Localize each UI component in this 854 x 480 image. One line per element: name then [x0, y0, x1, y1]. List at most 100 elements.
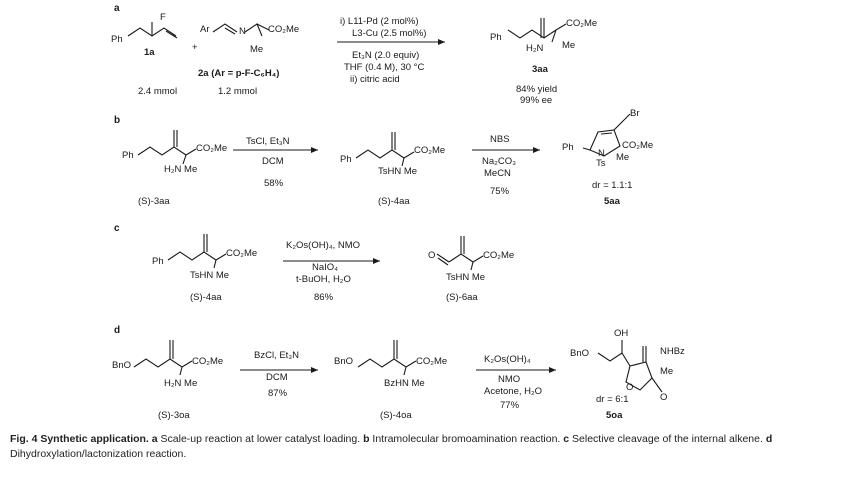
ee-3aa: 99% ee	[520, 95, 553, 106]
compound-3oa-bno: BnO	[112, 360, 132, 371]
compound-5aa-dr: dr = 1.1:1	[592, 180, 633, 191]
compound-3aa-b-amine: H₂N Me	[164, 164, 198, 175]
reagent-b2-base: Na₂CO₃	[482, 156, 516, 167]
compound-4oa-ester: CO₂Me	[416, 356, 448, 367]
compound-5oa-oh: OH	[614, 328, 629, 339]
compound-4aa-amine: TsHN Me	[378, 166, 418, 177]
panel-label-b: b	[114, 115, 121, 126]
reagent-b1-yield: 58%	[264, 178, 284, 189]
condition-a-5: ii) citric acid	[350, 74, 400, 85]
caption-figure-title: Fig. 4 Synthetic application.	[10, 433, 149, 445]
arrowhead-d1	[311, 367, 318, 373]
compound-4aa-c-ph: Ph	[152, 256, 164, 267]
compound-2a-me: Me	[250, 44, 264, 55]
compound-3aa-me: Me	[562, 40, 576, 51]
compound-5oa-me: Me	[660, 366, 674, 377]
compound-5aa-ph: Ph	[562, 142, 574, 153]
compound-4aa-bonds	[355, 132, 415, 167]
caption-text-b: Intramolecular bromoamination reaction.	[369, 433, 564, 445]
compound-4oa-id: (S)-4oa	[380, 410, 412, 421]
caption-key-c: c	[563, 433, 570, 445]
reagent-c-solvent: t-BuOH, H₂O	[296, 274, 351, 285]
compound-2a-ester: CO₂Me	[268, 24, 300, 35]
compound-2a-id: 2a (Ar = p-F-C₆H₄)	[198, 68, 280, 79]
compound-6aa-o: O	[428, 250, 436, 261]
compound-3aa-ester: CO₂Me	[566, 18, 598, 29]
compound-6aa-id: (S)-6aa	[446, 292, 478, 303]
compound-3aa-bonds	[507, 18, 567, 43]
reagent-d1-yield: 87%	[268, 388, 288, 399]
reagent-d2-oxidant: NMO	[498, 374, 521, 385]
reagent-b2-solvent: MeCN	[484, 168, 511, 179]
compound-4oa-bonds	[357, 340, 417, 376]
panel-label-a: a	[114, 3, 120, 14]
arrowhead-b2	[533, 147, 540, 153]
compound-6aa-ester: CO₂Me	[483, 250, 515, 261]
reagent-d1-solvent: DCM	[266, 372, 288, 383]
reagent-d2-top: K₂Os(OH)₄	[484, 354, 531, 365]
compound-1a-ph: Ph	[111, 34, 123, 45]
compound-4aa-c-bonds	[167, 234, 227, 269]
arrowhead-a	[438, 39, 445, 45]
compound-3oa-amine: H₂N Me	[164, 378, 198, 389]
compound-5aa-ts: Ts	[596, 158, 606, 169]
figure-caption: Fig. 4 Synthetic application. a Scale-up…	[10, 432, 845, 462]
arrowhead-d2	[549, 367, 556, 373]
compound-4aa-c-id: (S)-4aa	[190, 292, 222, 303]
compound-3oa-ester: CO₂Me	[192, 356, 224, 367]
reagent-b2-top: NBS	[490, 134, 510, 145]
reagent-c-top: K₂Os(OH)₄, NMO	[286, 240, 361, 251]
compound-2a-bonds	[212, 23, 270, 37]
condition-a-2: L3-Cu (2.5 mol%)	[352, 28, 427, 39]
compound-5oa-carbonyl-o: O	[660, 392, 668, 403]
panel-label-c: c	[114, 223, 120, 234]
compound-5aa-id: 5aa	[604, 196, 620, 207]
compound-5oa-id: 5oa	[606, 410, 623, 421]
compound-1a-bonds	[127, 22, 178, 39]
compound-3aa-ph: Ph	[490, 32, 502, 43]
amount-1a: 2.4 mmol	[138, 86, 178, 97]
caption-key-b: b	[363, 433, 370, 445]
compound-5aa-ester: CO₂Me	[622, 140, 654, 151]
compound-5oa-nhbz: NHBz	[660, 346, 685, 357]
compound-3aa-b-bonds	[137, 130, 197, 165]
panel-label-d: d	[114, 325, 121, 336]
reagent-d2-solvent: Acetone, H₂O	[484, 386, 543, 397]
compound-5aa-bonds	[582, 113, 631, 157]
plus-sign: +	[192, 42, 198, 53]
compound-4aa-ester: CO₂Me	[414, 145, 446, 156]
compound-5aa-me: Me	[616, 152, 630, 163]
caption-key-a: a	[151, 433, 158, 445]
reagent-b1-top: TsCl, Et₃N	[246, 136, 290, 147]
reagent-c-yield: 86%	[314, 292, 334, 303]
compound-5oa-ring-o: O	[626, 382, 634, 393]
reagent-b2-yield: 75%	[490, 186, 510, 197]
compound-4aa-ph: Ph	[340, 154, 352, 165]
compound-3aa-nh2: H₂N	[526, 43, 544, 54]
caption-text-a: Scale-up reaction at lower catalyst load…	[157, 433, 364, 445]
compound-5oa-bno: BnO	[570, 348, 590, 359]
compound-5aa-n: N	[598, 148, 605, 159]
compound-2a-n: N	[239, 26, 246, 37]
compound-6aa-amine: TsHN Me	[446, 272, 486, 283]
scheme-drawing	[127, 18, 663, 393]
arrowhead-c	[373, 258, 380, 264]
compound-4aa-c-ester: CO₂Me	[226, 248, 258, 259]
compound-3aa-id: 3aa	[532, 64, 548, 75]
reagent-d1-top: BzCl, Et₃N	[254, 350, 300, 361]
compound-4oa-amine: BzHN Me	[384, 378, 425, 389]
condition-a-4: THF (0.4 M), 30 °C	[344, 62, 425, 73]
caption-text-c: Selective cleavage of the internal alken…	[569, 433, 766, 445]
amount-2a: 1.2 mmol	[218, 86, 258, 97]
compound-3oa-bonds	[133, 340, 193, 376]
compound-3oa-id: (S)-3oa	[158, 410, 190, 421]
reagent-d2-yield: 77%	[500, 400, 520, 411]
condition-a-1: i) L11-Pd (2 mol%)	[340, 16, 419, 27]
compound-1a-id: 1a	[144, 47, 155, 58]
compound-3aa-b-id: (S)-3aa	[138, 196, 170, 207]
arrowhead-b1	[311, 147, 318, 153]
compound-5oa-dr: dr = 6:1	[596, 394, 629, 405]
compound-6aa-bonds	[436, 236, 484, 271]
compound-5aa-br: Br	[630, 108, 640, 119]
compound-4aa-id: (S)-4aa	[378, 196, 410, 207]
